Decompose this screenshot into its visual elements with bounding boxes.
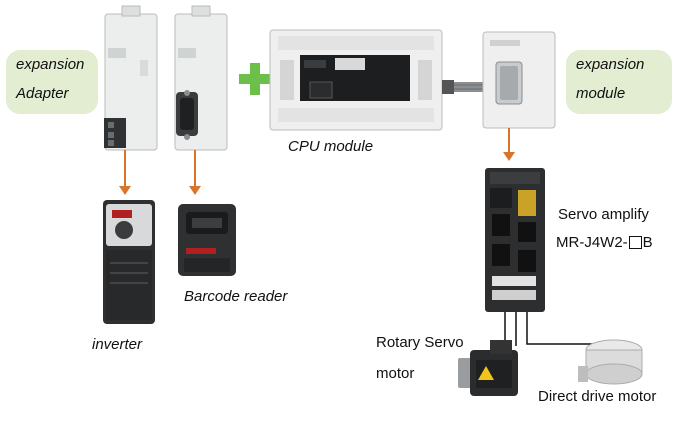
expansion-module-callout: expansion module xyxy=(566,50,672,114)
servo-model-label: MR-J4W2- B xyxy=(556,234,653,251)
expansion-adapter-line1: expansion xyxy=(16,56,85,73)
barcode-reader-device xyxy=(178,204,236,276)
cpu-module-label: CPU module xyxy=(288,138,374,155)
expansion-module-line2: module xyxy=(576,85,626,102)
rotary-servo-label-line2: motor xyxy=(376,365,415,382)
arrow-head-servo xyxy=(503,152,515,161)
expansion-module-device xyxy=(482,31,556,129)
inverter-device xyxy=(103,200,155,324)
expansion-module-line1: expansion xyxy=(576,56,645,73)
servo-amplify-label: Servo amplify xyxy=(558,206,649,223)
servo-model-prefix: MR-J4W2- xyxy=(556,234,628,251)
arrow-head-inverter xyxy=(119,186,131,195)
barcode-reader-label: Barcode reader xyxy=(184,288,288,305)
expansion-adapter-callout: expansion Adapter xyxy=(6,50,98,114)
rotary-servo-label-line1: Rotary Servo xyxy=(376,334,464,351)
direct-drive-motor-device xyxy=(578,339,643,385)
expansion-adapter-device-2 xyxy=(174,5,228,151)
servo-model-suffix: B xyxy=(642,234,653,251)
arrow-adapter-to-barcode xyxy=(194,150,196,186)
direct-drive-motor-label: Direct drive motor xyxy=(538,388,657,405)
servo-amplifier-device xyxy=(485,168,545,312)
rotary-servo-motor-device xyxy=(458,340,518,396)
expansion-adapter-line2: Adapter xyxy=(16,85,69,102)
arrow-head-barcode xyxy=(189,186,201,195)
cpu-module-device xyxy=(269,29,443,131)
plus-icon xyxy=(239,63,271,95)
expansion-adapter-device-1 xyxy=(104,5,158,151)
inverter-label: inverter xyxy=(92,336,143,353)
placeholder-box-icon xyxy=(628,236,642,249)
arrow-module-to-servo xyxy=(508,128,510,152)
arrow-adapter-to-inverter xyxy=(124,150,126,186)
